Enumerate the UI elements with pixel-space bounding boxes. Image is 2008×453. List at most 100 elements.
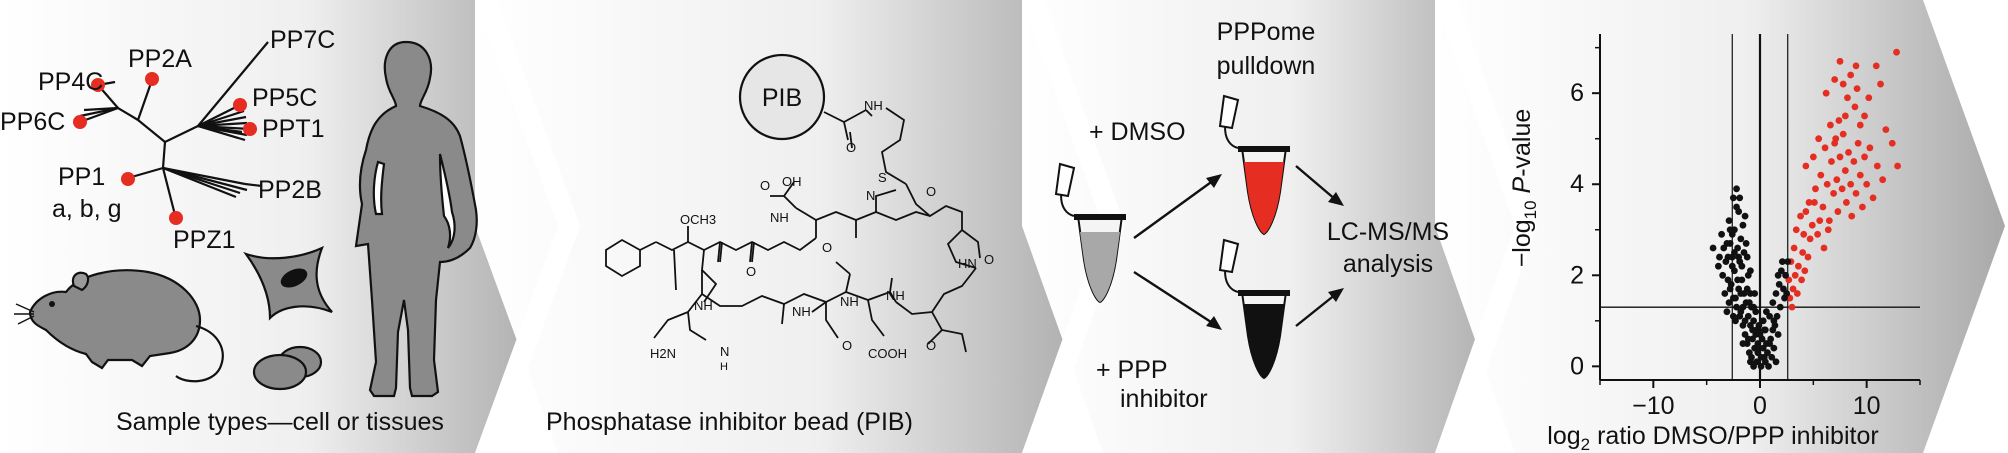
data-point-1-59 bbox=[1733, 203, 1740, 211]
data-point-0-35 bbox=[1836, 153, 1844, 161]
data-point-1-5 bbox=[1721, 290, 1729, 297]
data-point-0-12 bbox=[1861, 112, 1868, 120]
data-point-1-109 bbox=[1737, 290, 1745, 297]
data-point-0-46 bbox=[1856, 171, 1864, 179]
data-point-0-8 bbox=[1847, 71, 1855, 79]
atom-h2n: H2N bbox=[650, 346, 676, 361]
data-point-1-99 bbox=[1757, 362, 1765, 370]
data-point-0-19 bbox=[1836, 57, 1844, 65]
data-point-0-70 bbox=[1824, 226, 1832, 234]
phylogenetic-tree bbox=[79, 41, 269, 216]
data-point-0-51 bbox=[1869, 194, 1877, 202]
pulldown-title-line2: pulldown bbox=[1217, 52, 1316, 80]
data-point-1-66 bbox=[1743, 285, 1751, 293]
data-point-1-89 bbox=[1774, 331, 1782, 338]
panel1-caption: Sample types—cell or tissues bbox=[116, 408, 444, 436]
data-point-0-31 bbox=[1830, 189, 1837, 197]
data-point-0-79 bbox=[1788, 303, 1796, 311]
label-pp1: PP1 bbox=[58, 163, 105, 191]
ylabel-pvalue-p: P bbox=[1508, 176, 1536, 200]
data-point-1-100 bbox=[1760, 353, 1768, 361]
data-point-0-4 bbox=[1835, 117, 1843, 124]
label-inhibitor-line1: + PPP bbox=[1096, 356, 1168, 384]
data-point-0-17 bbox=[1882, 126, 1890, 134]
data-point-0-13 bbox=[1865, 94, 1873, 102]
atom-o-1: O bbox=[760, 178, 770, 193]
data-point-1-95 bbox=[1744, 335, 1752, 343]
node-pp5c bbox=[233, 98, 247, 112]
data-point-0-53 bbox=[1879, 176, 1887, 184]
atom-nh-1: NH bbox=[864, 98, 883, 113]
tube-inhibitor-liquid bbox=[1244, 304, 1284, 378]
data-point-0-1 bbox=[1827, 121, 1834, 129]
pib-structure-bonds bbox=[605, 107, 981, 353]
tube-dmso-lid bbox=[1218, 94, 1240, 130]
data-point-0-30 bbox=[1828, 158, 1835, 165]
data-point-1-43 bbox=[1763, 340, 1770, 347]
tube-inhibitor bbox=[1218, 238, 1290, 380]
label-pp5c: PP5C bbox=[252, 84, 317, 112]
atom-nh-2: NH bbox=[770, 210, 789, 225]
data-point-1-40 bbox=[1772, 358, 1780, 366]
label-pp4c: PP4C bbox=[38, 68, 103, 96]
atom-o-6: O bbox=[822, 240, 832, 255]
volcano-xlabel: log2 ratio DMSO/PPP inhibitor bbox=[1547, 422, 1878, 453]
data-point-0-38 bbox=[1841, 167, 1849, 174]
data-point-1-101 bbox=[1747, 358, 1754, 366]
label-pp7c: PP7C bbox=[270, 26, 335, 54]
data-point-1-13 bbox=[1733, 303, 1740, 311]
data-point-1-6 bbox=[1725, 299, 1733, 307]
data-point-0-0 bbox=[1822, 89, 1830, 97]
data-point-1-70 bbox=[1729, 194, 1737, 202]
data-point-0-68 bbox=[1816, 217, 1824, 225]
arrow-to-inhibitor bbox=[1133, 270, 1215, 326]
data-point-1-78 bbox=[1772, 290, 1780, 297]
data-point-1-3 bbox=[1719, 271, 1727, 279]
tube-start bbox=[1054, 162, 1126, 304]
data-point-0-20 bbox=[1802, 162, 1810, 170]
data-point-1-60 bbox=[1716, 253, 1723, 261]
data-point-0-67 bbox=[1814, 230, 1821, 238]
label-pp2b: PP2B bbox=[258, 176, 322, 204]
atom-o-7: O bbox=[842, 338, 852, 353]
data-point-1-88 bbox=[1770, 317, 1778, 325]
data-point-0-29 bbox=[1825, 217, 1833, 225]
atom-cooh: COOH bbox=[868, 346, 907, 361]
xlabel-log: log bbox=[1547, 422, 1580, 450]
data-point-0-9 bbox=[1851, 103, 1859, 111]
data-point-0-76 bbox=[1798, 276, 1805, 284]
data-point-1-106 bbox=[1728, 262, 1736, 270]
atom-o-4: O bbox=[984, 252, 994, 267]
data-point-1-119 bbox=[1731, 249, 1738, 256]
data-point-1-92 bbox=[1759, 317, 1767, 325]
data-point-0-52 bbox=[1873, 162, 1881, 170]
data-point-1-120 bbox=[1736, 312, 1744, 320]
analysis-line2: analysis bbox=[1343, 250, 1433, 278]
atom-nh-3: NH bbox=[886, 288, 905, 303]
data-point-0-21 bbox=[1805, 199, 1813, 206]
data-point-1-83 bbox=[1782, 271, 1789, 279]
chevron-gap-1 bbox=[475, 0, 580, 453]
tube-start-liquid bbox=[1080, 232, 1120, 302]
atom-oh: OH bbox=[782, 174, 802, 189]
x-tick-label-0: 0 bbox=[1753, 392, 1767, 420]
data-point-1-111 bbox=[1747, 267, 1754, 275]
data-point-0-56 bbox=[1790, 244, 1798, 252]
data-point-1-108 bbox=[1735, 253, 1743, 261]
data-point-1-46 bbox=[1765, 362, 1772, 370]
arrow-inhibitor-to-ms-head bbox=[1328, 288, 1344, 302]
arrow-to-dmso bbox=[1133, 179, 1215, 239]
bead-label: PIB bbox=[762, 84, 802, 112]
node-pp4c bbox=[91, 78, 105, 92]
atom-nh-guanidine: NH bbox=[694, 298, 713, 313]
data-point-1-73 bbox=[1726, 226, 1734, 234]
data-point-0-42 bbox=[1848, 212, 1856, 220]
data-point-0-65 bbox=[1808, 221, 1816, 229]
analysis-line1: LC-MS/MS bbox=[1327, 218, 1449, 246]
data-point-0-22 bbox=[1809, 153, 1817, 161]
data-point-0-2 bbox=[1831, 76, 1839, 83]
data-point-0-43 bbox=[1850, 158, 1858, 165]
ylabel-pvalue-rest: -value bbox=[1508, 109, 1536, 177]
node-pp2a bbox=[145, 72, 159, 86]
tube-start-lid bbox=[1054, 162, 1076, 198]
